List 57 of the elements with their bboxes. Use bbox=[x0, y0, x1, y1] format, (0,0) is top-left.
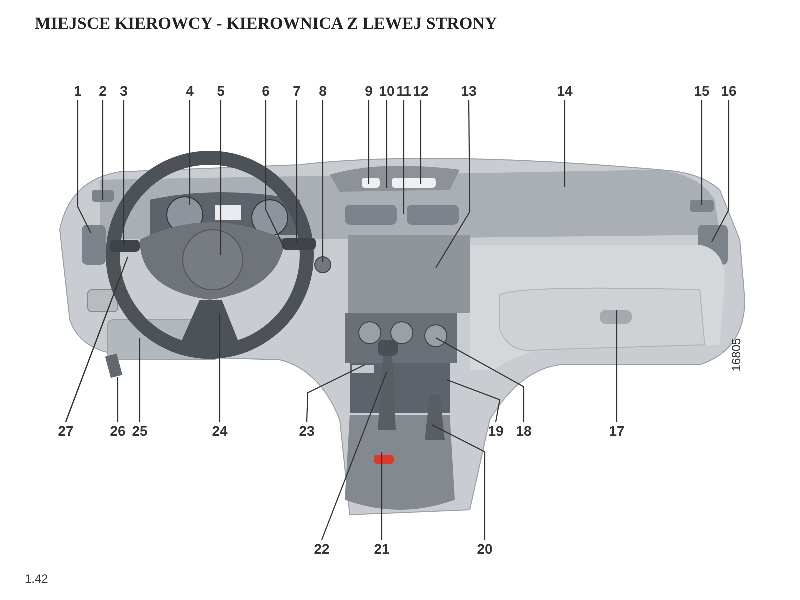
figure-number: 16805 bbox=[730, 338, 744, 372]
callout-number: 21 bbox=[374, 542, 390, 557]
callout-number: 14 bbox=[557, 84, 573, 99]
leader-line bbox=[220, 100, 222, 255]
callout-number: 1 bbox=[74, 84, 82, 99]
leader-line bbox=[117, 377, 119, 422]
leader-line bbox=[436, 338, 525, 422]
callout-number: 11 bbox=[396, 84, 412, 99]
page-title: MIEJSCE KIEROWCY - KIEROWNICA Z LEWEJ STRONY bbox=[35, 14, 498, 34]
callout-number: 27 bbox=[58, 424, 74, 439]
callout-number: 2 bbox=[99, 84, 107, 99]
leader-line bbox=[420, 100, 422, 184]
callout-number: 10 bbox=[379, 84, 395, 99]
callout-number: 8 bbox=[319, 84, 327, 99]
callout-number: 12 bbox=[413, 84, 429, 99]
callout-number: 16 bbox=[721, 84, 737, 99]
leader-line bbox=[65, 296, 114, 422]
callout-number: 20 bbox=[477, 542, 493, 557]
callout-number: 18 bbox=[516, 424, 532, 439]
callout-number: 9 bbox=[365, 84, 373, 99]
callout-number: 19 bbox=[488, 424, 504, 439]
callout-number: 25 bbox=[132, 424, 148, 439]
leader-line bbox=[381, 452, 383, 540]
leader-line bbox=[123, 100, 125, 245]
leader-line bbox=[564, 100, 566, 187]
callout-number: 13 bbox=[461, 84, 477, 99]
leader-line bbox=[189, 100, 191, 205]
leader-line bbox=[386, 100, 388, 188]
callout-number: 17 bbox=[609, 424, 625, 439]
callout-number: 5 bbox=[217, 84, 225, 99]
leader-line bbox=[77, 100, 92, 234]
leader-line bbox=[403, 100, 405, 214]
leader-line bbox=[368, 100, 370, 184]
leader-line bbox=[139, 338, 141, 422]
leader-line bbox=[446, 379, 501, 422]
leader-line bbox=[712, 100, 730, 242]
leader-line bbox=[102, 100, 104, 200]
leader-line bbox=[296, 100, 298, 243]
callout-number: 15 bbox=[694, 84, 710, 99]
leader-line bbox=[306, 364, 366, 422]
callout-number: 23 bbox=[299, 424, 315, 439]
leader-line bbox=[432, 424, 486, 540]
callout-number: 22 bbox=[314, 542, 330, 557]
leader-line bbox=[265, 100, 284, 248]
leader-line bbox=[436, 100, 471, 268]
leader-line bbox=[616, 310, 618, 422]
callout-number: 4 bbox=[186, 84, 194, 99]
leader-line bbox=[322, 100, 324, 262]
callout-number: 26 bbox=[110, 424, 126, 439]
leader-line bbox=[219, 313, 221, 422]
leader-line bbox=[701, 100, 703, 205]
callout-number: 3 bbox=[120, 84, 128, 99]
leader-line bbox=[321, 372, 388, 540]
page-number: 1.42 bbox=[25, 572, 48, 586]
callout-number: 6 bbox=[262, 84, 270, 99]
callout-number: 24 bbox=[212, 424, 228, 439]
callout-number: 7 bbox=[293, 84, 301, 99]
